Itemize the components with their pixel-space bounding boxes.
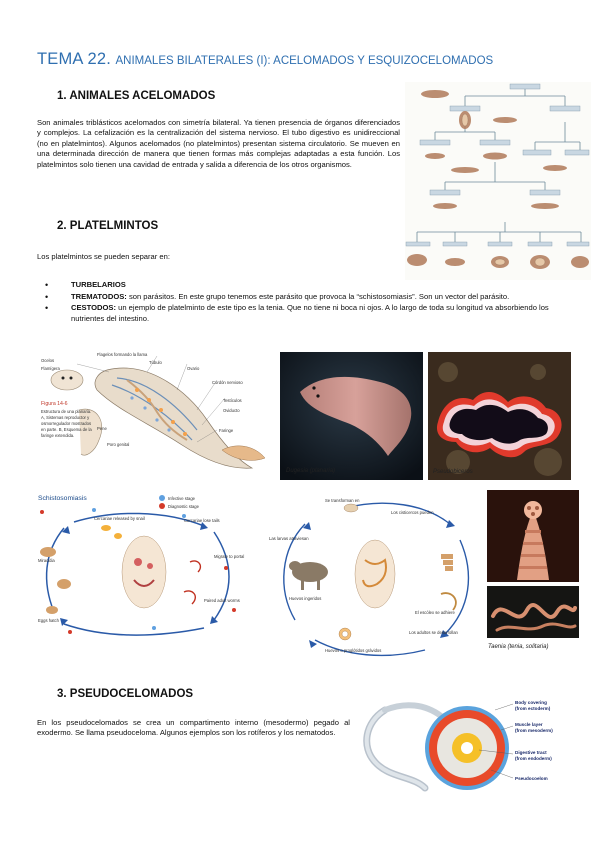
svg-text:Flamígera: Flamígera [41, 366, 61, 371]
list-item-term: TURBELARIOS [71, 280, 126, 289]
section1-body: Son animales triblásticos acelomados con… [37, 118, 400, 169]
list-item: TURBELARIOS [37, 280, 562, 291]
planaria-anatomy-figure: Ocelos Flamígera Flagelos formando la ll… [37, 350, 275, 478]
taenia-scolex-photo [487, 490, 579, 582]
dugesia-caption: Dugesia (planaria) [286, 468, 336, 474]
section2-heading: 2. PLATELMINTOS [57, 220, 159, 232]
list-item: TREMATODOS: son parásitos. En este grupo… [37, 292, 562, 303]
label-digestive-tract: Digestive tract [515, 750, 547, 755]
svg-text:Túbulo: Túbulo [149, 360, 162, 365]
svg-text:Poro genital: Poro genital [107, 442, 129, 447]
svg-text:Cercariae released by snail: Cercariae released by snail [94, 516, 145, 521]
legend-infective: Infective stage [168, 496, 196, 501]
label-muscle-layer-sub: (from mesoderm) [515, 728, 553, 733]
label-muscle-layer: Muscle layer [515, 722, 543, 727]
taenia-caption: Taenia (tenia, solitaria) [488, 644, 549, 650]
svg-text:Testículos: Testículos [223, 398, 242, 403]
section3-heading: 3. PSEUDOCELOMADOS [57, 688, 194, 700]
svg-text:Los adultos se desarrollan: Los adultos se desarrollan [409, 630, 459, 635]
svg-text:Faringe: Faringe [219, 428, 234, 433]
pseudocoelom-figure: Body covering (from ectoderm) Muscle lay… [355, 692, 585, 796]
list-item-text: son parásitos. En este grupo tenemos est… [126, 291, 510, 301]
pseudobiceros-photo [428, 352, 571, 480]
platelmintos-list: TURBELARIOS TREMATODOS: son parásitos. E… [37, 280, 562, 324]
svg-text:Pene: Pene [97, 426, 107, 431]
svg-text:Ovario: Ovario [187, 366, 200, 371]
taenia-cycle-figure: Se transforman en Los cisticercos pueden… [265, 494, 483, 660]
svg-text:Cordón nervioso: Cordón nervioso [212, 380, 243, 385]
svg-text:osmorregulador mostrados: osmorregulador mostrados [41, 421, 91, 426]
svg-text:Flagelos formando la llama: Flagelos formando la llama [97, 352, 148, 357]
svg-text:Huevos ingeridos: Huevos ingeridos [289, 596, 321, 601]
legend-diagnostic: Diagnostic stage [168, 504, 200, 509]
schistosomiasis-figure: Schistosomiasis Infective stage Diagnost… [34, 492, 264, 640]
svg-text:faringe extendida.: faringe extendida. [41, 433, 74, 438]
list-item-term: TREMATODOS: [71, 291, 127, 301]
svg-text:Miracidia: Miracidia [38, 558, 55, 563]
svg-text:Cercariae lose tails: Cercariae lose tails [184, 518, 220, 523]
phylogeny-figure [405, 82, 591, 280]
section2-intro: Los platelmintos se pueden separar en: [37, 252, 170, 261]
svg-text:Las larvas atraviesan: Las larvas atraviesan [269, 536, 309, 541]
svg-text:Huevos o proglótidos grávidos: Huevos o proglótidos grávidos [325, 648, 381, 653]
svg-text:en parte. B, Esquema de la: en parte. B, Esquema de la [41, 427, 92, 432]
taenia-body-photo [487, 586, 579, 638]
title-rest: ANIMALES BILATERALES (I): ACELOMADOS Y E… [115, 55, 494, 67]
svg-text:Eggs hatch: Eggs hatch [38, 618, 60, 623]
svg-text:Los cisticercos pueden: Los cisticercos pueden [391, 510, 434, 515]
label-pseudocoelom: Pseudocoelom [515, 776, 548, 781]
page-title: TEMA 22. ANIMALES BILATERALES (I): ACELO… [37, 50, 577, 69]
label-body-covering: Body covering [515, 700, 547, 705]
svg-text:Ocelos: Ocelos [41, 358, 54, 363]
title-prefix: TEMA 22. [37, 50, 112, 68]
svg-text:Estructura de una planaria.: Estructura de una planaria. [41, 409, 91, 414]
svg-text:Migrate to portal: Migrate to portal [214, 554, 244, 559]
list-item-term: CESTODOS: [71, 303, 117, 313]
svg-text:El escólex se adhiere: El escólex se adhiere [415, 610, 455, 615]
list-item: CESTODOS: un ejemplo de platelminto de e… [37, 303, 562, 324]
svg-text:Oviducto: Oviducto [223, 408, 240, 413]
svg-text:A, Sistemas reproductor y: A, Sistemas reproductor y [41, 415, 90, 420]
section1-heading: 1. ANIMALES ACELOMADOS [57, 90, 216, 102]
section3-body: En los pseudocelomados se crea un compar… [37, 718, 350, 738]
dugesia-photo: Dugesia (planaria) [280, 352, 423, 480]
pseudobiceros-caption: Pseudobiceros [433, 469, 473, 475]
list-item-text: un ejemplo de platelminto de este tipo e… [71, 303, 549, 323]
planaria-fig-label: Figura 14-6 [41, 401, 68, 407]
label-digestive-tract-sub: (from endoderm) [515, 756, 552, 761]
svg-text:Paired adult worms: Paired adult worms [204, 598, 240, 603]
schisto-title: Schistosomiasis [38, 495, 87, 502]
label-body-covering-sub: (from ectoderm) [515, 706, 551, 711]
svg-text:Se transforman en: Se transforman en [325, 498, 360, 503]
